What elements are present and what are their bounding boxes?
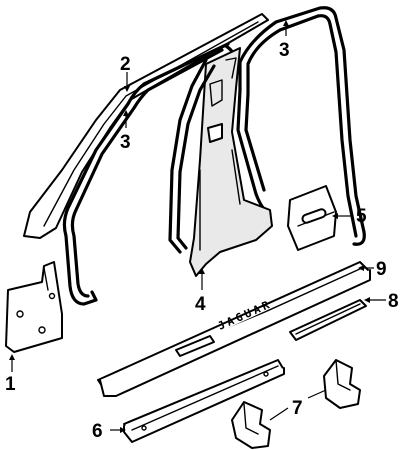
leader-lines	[9, 20, 386, 433]
callout-3-right: 3	[279, 40, 290, 61]
callout-3-left: 3	[120, 132, 131, 153]
callout-4: 4	[195, 294, 206, 315]
callout-6: 6	[92, 421, 103, 442]
part-5-handle-bracket	[287, 185, 337, 251]
part-9-sill-trim: JAGUAR	[97, 261, 371, 397]
callout-7: 7	[292, 398, 303, 419]
part-8-small-strip	[289, 299, 367, 341]
part-7-clip-upper	[323, 359, 361, 409]
part-3-right-weatherstrip	[236, 6, 366, 246]
callout-8: 8	[388, 291, 399, 312]
part-7-clip-lower	[231, 401, 271, 449]
part-1-cowl-panel	[5, 261, 63, 353]
callout-9: 9	[376, 259, 387, 280]
callout-5: 5	[356, 206, 367, 227]
part-4-center-pillar-trim	[168, 47, 273, 277]
callout-2: 2	[120, 54, 131, 75]
callout-1: 1	[5, 374, 16, 395]
